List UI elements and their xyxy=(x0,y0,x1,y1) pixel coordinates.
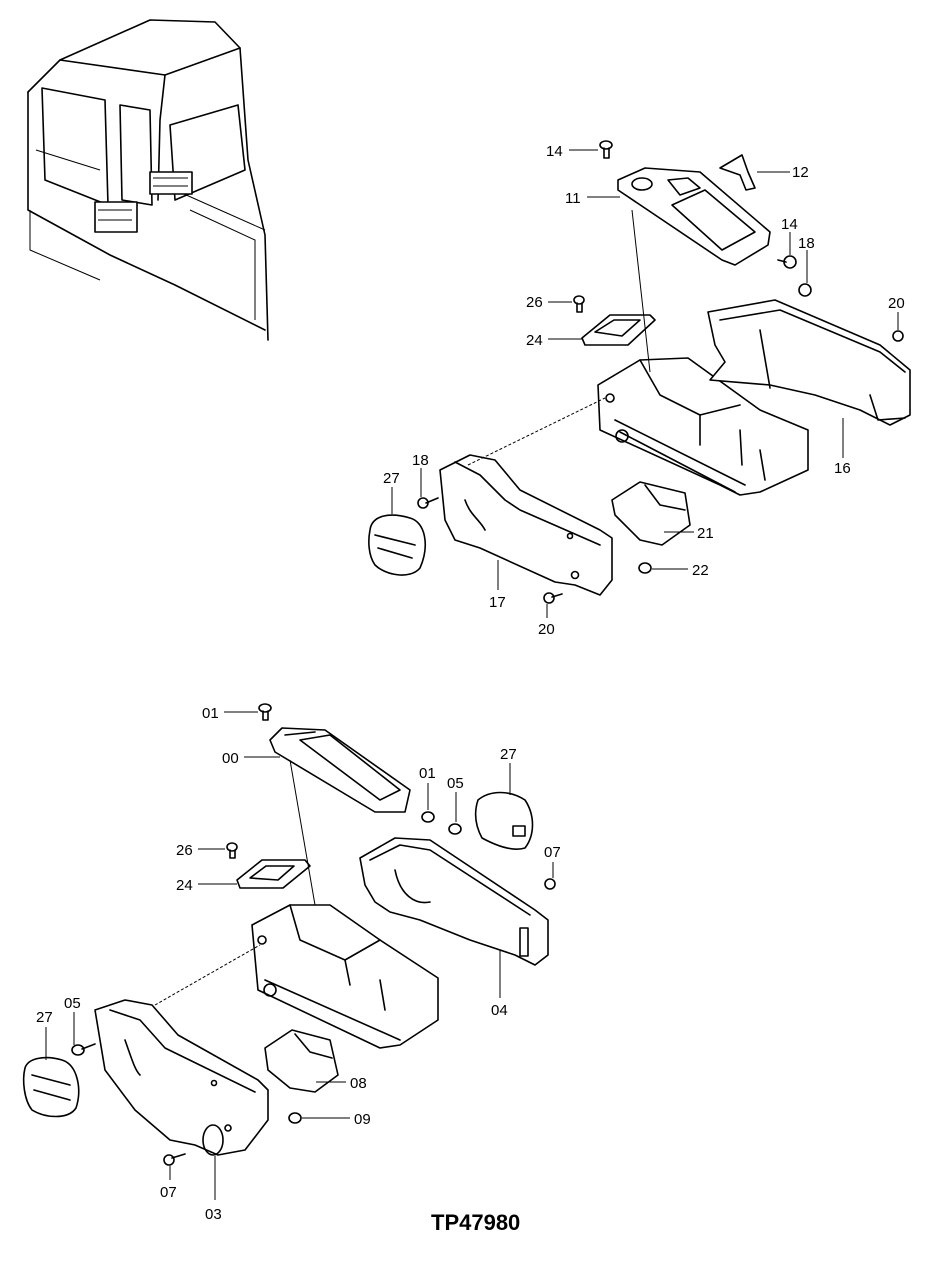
cab-inset-illustration xyxy=(27,19,269,341)
callout-16: 16 xyxy=(834,460,851,477)
top-panel-11 xyxy=(617,167,771,266)
callout-27-left: 27 xyxy=(36,1009,53,1026)
callout-05-upper: 05 xyxy=(447,775,464,792)
callout-24-upper: 24 xyxy=(526,332,543,349)
upper-console-assembly xyxy=(368,140,911,604)
leader-lines xyxy=(45,149,899,1200)
callout-01-top: 01 xyxy=(202,705,219,722)
screw-09 xyxy=(288,1112,302,1124)
figure-id: TP47980 xyxy=(431,1210,520,1235)
callout-05-left: 05 xyxy=(64,995,81,1012)
screw-14-right xyxy=(777,255,797,269)
console-frame xyxy=(597,357,809,496)
callout-00: 00 xyxy=(222,750,239,767)
callout-14-right: 14 xyxy=(781,216,798,233)
console-right-thumbnail xyxy=(149,171,193,195)
callout-20-right: 20 xyxy=(888,295,905,312)
callout-14-top: 14 xyxy=(546,143,563,160)
screw-26-lower xyxy=(226,842,238,859)
left-cover-17 xyxy=(439,454,613,596)
callout-21: 21 xyxy=(697,525,714,542)
callout-labels: 14 12 11 14 18 20 26 24 16 27 18 21 22 1… xyxy=(36,143,905,1223)
screw-18-right xyxy=(798,283,812,297)
callout-01-right: 01 xyxy=(419,765,436,782)
screw-01-top xyxy=(258,703,272,721)
screw-20-right xyxy=(892,330,904,342)
callout-18-left: 18 xyxy=(412,452,429,469)
bracket-08 xyxy=(264,1029,339,1093)
bracket-12 xyxy=(719,154,756,191)
callout-24-lower: 24 xyxy=(176,877,193,894)
cap-27-left xyxy=(22,1056,80,1118)
callout-08: 08 xyxy=(350,1075,367,1092)
lower-console-assembly xyxy=(22,703,556,1166)
callout-07-right: 07 xyxy=(544,844,561,861)
screw-18-left xyxy=(417,497,439,509)
cap-27-upper xyxy=(368,514,426,576)
callout-26-lower: 26 xyxy=(176,842,193,859)
callout-27-upper: 27 xyxy=(383,470,400,487)
nut-05-upper xyxy=(448,823,462,835)
screw-07-bottom xyxy=(163,1153,186,1166)
grommet-24-lower xyxy=(236,859,311,889)
callout-17: 17 xyxy=(489,594,506,611)
right-cover-16 xyxy=(707,299,911,426)
callout-20-bottom: 20 xyxy=(538,621,555,638)
callout-22: 22 xyxy=(692,562,709,579)
callout-26-upper: 26 xyxy=(526,294,543,311)
console-frame-lower xyxy=(251,904,439,1049)
console-left-thumbnail xyxy=(94,201,138,233)
screw-26-upper xyxy=(573,295,585,313)
screw-07-right xyxy=(544,878,556,890)
callout-18-right: 18 xyxy=(798,235,815,252)
callout-12: 12 xyxy=(792,164,809,181)
callout-09: 09 xyxy=(354,1111,371,1128)
callout-27-right: 27 xyxy=(500,746,517,763)
right-cover-04 xyxy=(359,837,549,966)
bracket-21 xyxy=(611,481,691,546)
callout-04: 04 xyxy=(491,1002,508,1019)
screw-01-right xyxy=(421,811,435,823)
screw-22 xyxy=(638,562,652,574)
screw-20-bottom xyxy=(543,592,563,604)
callout-11: 11 xyxy=(565,190,581,207)
cap-27-right xyxy=(474,791,534,850)
left-cover-03 xyxy=(94,999,269,1156)
screw-14-top xyxy=(599,140,613,159)
callout-03: 03 xyxy=(205,1206,222,1223)
callout-07-bottom: 07 xyxy=(160,1184,177,1201)
nut-05-left xyxy=(71,1043,96,1056)
